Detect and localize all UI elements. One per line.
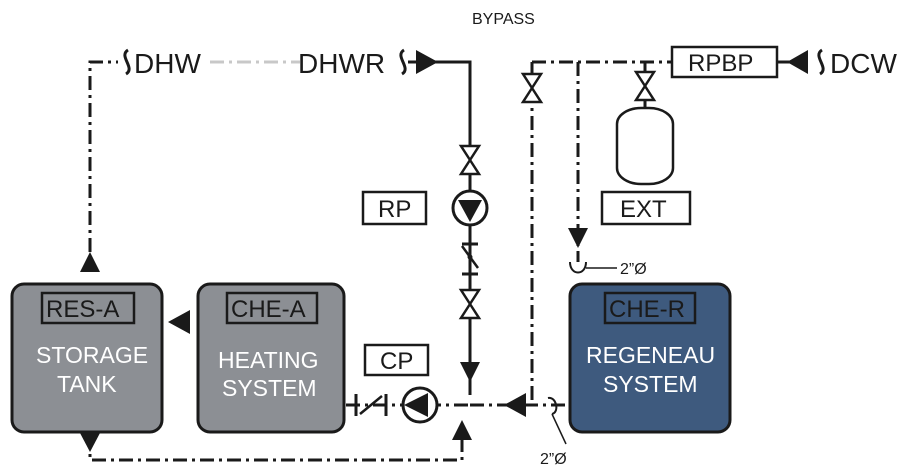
dhwr-top-valve-icon — [458, 144, 482, 176]
che-r-tag-frame — [603, 291, 697, 325]
dhw-break-icon — [123, 48, 131, 76]
tank-down-arrow — [80, 433, 100, 452]
rpbp-frame — [670, 45, 779, 79]
bypass-label: BYPASS — [472, 11, 535, 28]
diameter-top-icon — [569, 261, 617, 274]
cp-frame — [363, 343, 430, 377]
dhw-supply-pipe — [88, 60, 118, 252]
dhwr-break-icon — [399, 48, 407, 76]
ext-valve-icon — [633, 70, 657, 102]
cp-label: CP — [380, 348, 413, 375]
ext-label: EXT — [620, 196, 667, 223]
che-a-tag: CHE-A — [231, 296, 306, 323]
res-a-tag-frame — [40, 291, 136, 325]
regen-system-box — [568, 282, 732, 434]
dhwr-down-arrow — [460, 362, 480, 382]
storage-line2: TANK — [57, 371, 117, 397]
tank-up-arrow — [80, 252, 100, 272]
cp-pump-icon — [401, 386, 439, 424]
dhwr-return-pipe — [408, 60, 472, 150]
ext-frame — [600, 190, 692, 226]
dhw-label: DHW — [134, 48, 201, 79]
che-a-tag-frame — [225, 291, 319, 325]
junction-up-arrow — [452, 420, 472, 440]
regen-to-junction-arrow — [504, 393, 526, 417]
rp-label: RP — [378, 196, 411, 223]
cp-check-valve-icon — [354, 394, 388, 416]
regen-feed-arrow — [568, 228, 588, 248]
storage-line1: STORAGE — [36, 342, 148, 368]
regen-line1: REGENEAU — [586, 342, 715, 368]
storage-tank-box — [10, 282, 164, 434]
diameter-bottom-icon — [547, 396, 567, 445]
dcw-label: DCW — [830, 48, 897, 79]
dhwr-lower-valve-icon — [458, 288, 482, 320]
dhwr-arrow — [416, 50, 438, 74]
heating-line2: SYSTEM — [222, 375, 317, 401]
rp-pump-icon — [451, 189, 489, 227]
diameter-bottom-label: 2”Ø — [540, 451, 567, 468]
heating-system-box — [196, 282, 346, 434]
dcw-arrow — [787, 50, 808, 74]
che-r-tag: CHE-R — [609, 296, 685, 323]
heater-to-tank-arrow — [168, 310, 190, 334]
dcw-break-icon — [817, 48, 825, 76]
rpbp-label: RPBP — [688, 50, 753, 77]
expansion-tank-icon — [615, 106, 675, 186]
return-bottom-pipe — [88, 435, 464, 462]
bypass-valve-icon — [520, 72, 544, 104]
rp-frame — [361, 190, 428, 226]
dhwr-check-valve-icon — [460, 242, 480, 276]
diameter-top-label: 2”Ø — [620, 261, 647, 278]
res-a-tag: RES-A — [46, 296, 119, 323]
regen-line2: SYSTEM — [603, 371, 698, 397]
heating-line1: HEATING — [218, 347, 319, 373]
dhwr-label: DHWR — [298, 48, 385, 79]
